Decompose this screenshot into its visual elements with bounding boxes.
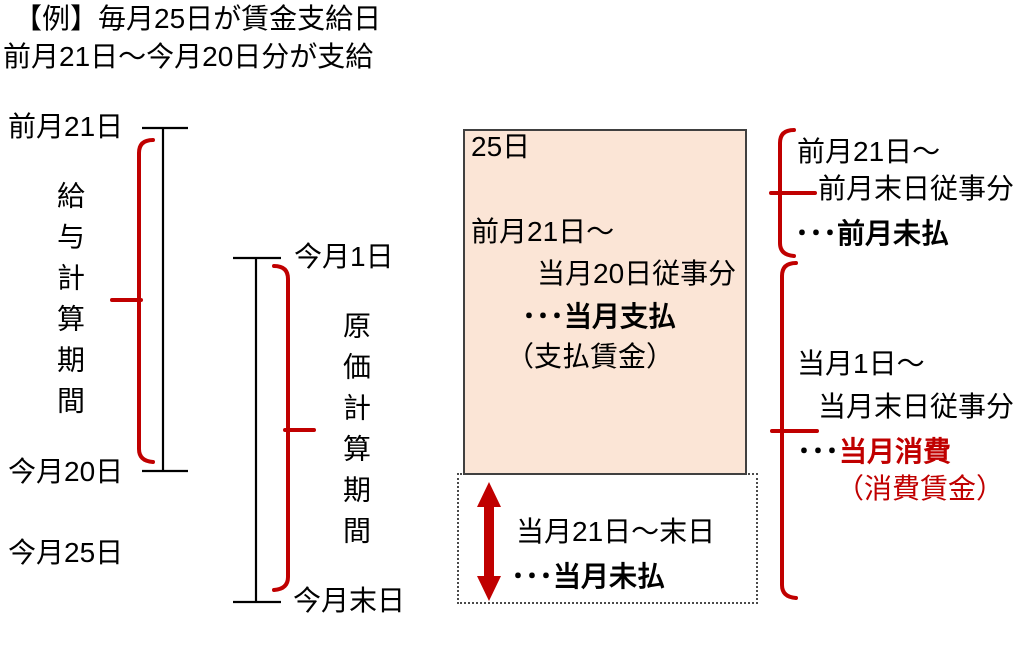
payroll-period-brace — [110, 138, 155, 464]
paid-box-payday: 25日 — [471, 131, 531, 162]
paid-box-period-line2: 当月20日従事分 — [537, 258, 737, 289]
current-month-result-line: ･･･当月消費 — [797, 436, 951, 468]
paid-box-period-line1: 前月21日～ — [471, 216, 615, 247]
title-line-1: 【例】毎月25日が賃金支給日 — [14, 3, 382, 34]
payroll-end-label: 今月20日 — [8, 456, 124, 487]
unpaid-box-period: 当月21日～末日 — [516, 516, 716, 547]
unpaid-box-result: ･･･当月未払 — [511, 561, 666, 592]
payroll-period-vertical-label: 給与計算期間 — [54, 181, 85, 427]
current-month-result-dots: ･･･ — [797, 436, 840, 467]
current-month-line1: 当月1日～ — [797, 348, 925, 379]
payday-label: 今月25日 — [8, 537, 124, 568]
current-month-brace — [770, 261, 819, 600]
prev-month-line1: 前月21日～ — [797, 136, 941, 167]
cost-timeline-line — [233, 256, 281, 604]
paid-box-result: ･･･当月支払 — [522, 301, 677, 332]
prev-month-result: ･･･前月未払 — [795, 218, 950, 249]
cost-period-vertical-label: 原価計算期間 — [340, 311, 371, 557]
prev-month-line2: 前月末日従事分 — [818, 173, 1015, 204]
current-month-result: 当月消費 — [839, 436, 952, 467]
payroll-start-label: 前月21日 — [8, 111, 124, 142]
cost-end-label: 今月末日 — [293, 585, 406, 616]
current-month-note: （消費賃金） — [836, 473, 1005, 504]
current-month-line2: 当月末日従事分 — [818, 391, 1015, 422]
cost-start-label: 今月1日 — [294, 241, 394, 272]
paid-box-note: （支払賃金） — [506, 341, 675, 372]
payroll-timeline-line — [142, 126, 188, 473]
cost-period-brace — [272, 264, 316, 592]
paid-wage-box — [463, 129, 747, 475]
title-line-2: 前月21日～今月20日分が支給 — [3, 41, 374, 72]
